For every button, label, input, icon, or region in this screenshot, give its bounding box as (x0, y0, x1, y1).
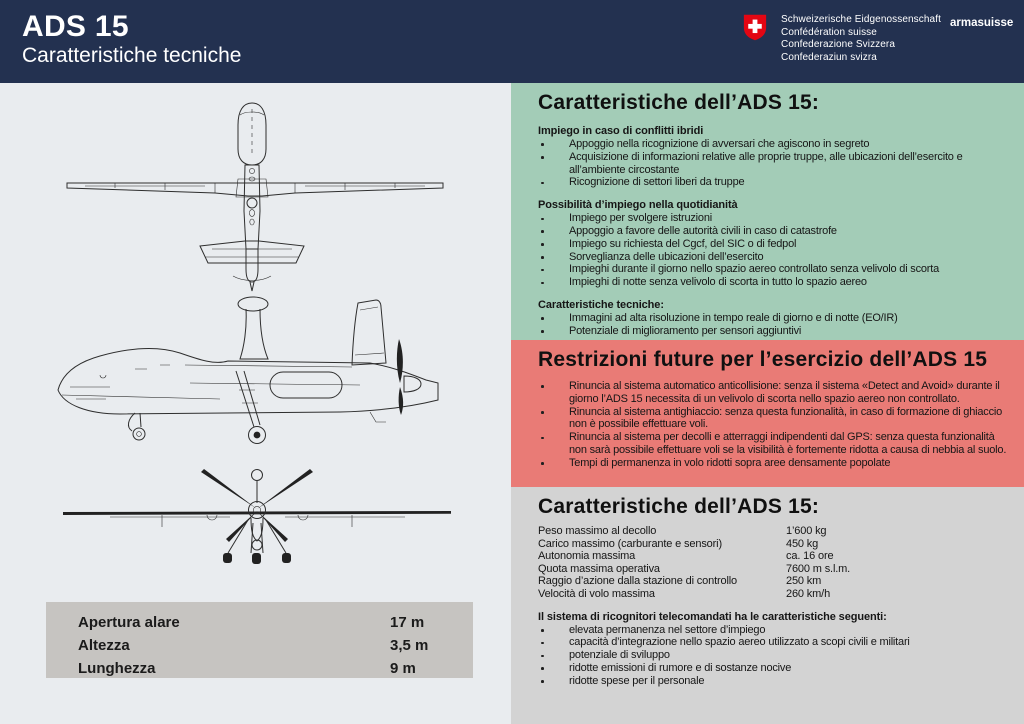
list-item: Rinuncia al sistema antighiaccio: senza … (538, 406, 1018, 432)
confederation-line: Confédération suisse (781, 26, 877, 38)
list-item: Tempi di permanenza in volo ridotti sopr… (538, 457, 1018, 470)
list-item: potenziale di sviluppo (538, 649, 1018, 662)
spec-value: ca. 16 ore (786, 550, 834, 563)
spec-label: Autonomia massima (538, 550, 636, 563)
group-heading: Possibilità d’impiego nella quotidianità (538, 199, 738, 212)
swiss-confederation-logo: Schweizerische Eidgenossenschaft Confédé… (742, 14, 941, 64)
spec-label: Carico massimo (carburante e sensori) (538, 537, 722, 550)
list-item: Impiego su richiesta del Cgcf, del SIC o… (538, 238, 1018, 251)
list-item: Appoggio nella ricognizione di avversari… (538, 138, 1018, 151)
list-item: Immagini ad alta risoluzione in tempo re… (538, 312, 1018, 325)
dimension-row: Lunghezza 9 m (46, 657, 473, 680)
dimension-value: 17 m (390, 614, 425, 631)
header: ADS 15 Caratteristiche tecniche Schweize… (0, 0, 1024, 83)
section-specs: Caratteristiche dell’ADS 15: Peso massim… (511, 487, 1024, 724)
dimension-row: Altezza 3,5 m (46, 634, 473, 657)
spec-value: 1’600 kg (786, 525, 827, 537)
spec-value: 7600 m s.l.m. (786, 562, 851, 575)
section-title: Restrizioni future per l’esercizio dell’… (538, 348, 988, 371)
dimension-value: 9 m (390, 660, 416, 677)
dimension-value: 3,5 m (390, 637, 429, 654)
bullet-list: Appoggio nella ricognizione di avversari… (538, 138, 1018, 189)
section-capabilities: Caratteristiche dell’ADS 15: Impiego in … (511, 83, 1024, 340)
confederation-line: Confederazione Svizzera (781, 39, 896, 51)
list-item: Acquisizione di informazioni relative al… (538, 151, 1018, 177)
list-item: ridotte spese per il personale (538, 675, 1018, 688)
spec-row: Velocità di volo massima 260 km/h (538, 588, 1018, 601)
drone-front-view-drawing (55, 465, 465, 575)
page-subtitle: Caratteristiche tecniche (22, 44, 242, 67)
spec-label: Quota massima operativa (538, 562, 660, 575)
armasuisse-logo: armasuisse (950, 17, 1014, 29)
spec-label: Peso massimo al decollo (538, 525, 657, 537)
page-title: ADS 15 (22, 10, 129, 43)
group-heading: Caratteristiche tecniche: (538, 298, 664, 311)
spec-table: Peso massimo al decollo 1’600 kg Carico … (538, 525, 1018, 601)
list-item: Rinuncia al sistema per decolli e atterr… (538, 431, 1018, 457)
list-item: Appoggio a favore delle autorità civili … (538, 225, 1018, 238)
drone-top-view-drawing (55, 91, 455, 293)
spec-row: Quota massima operativa 7600 m s.l.m. (538, 563, 1018, 576)
spec-row: Carico massimo (carburante e sensori) 45… (538, 538, 1018, 551)
confederation-line: Confederaziun svizra (781, 51, 877, 63)
list-item: elevata permanenza nel settore d’impiego (538, 624, 1018, 637)
section-restrictions: Restrizioni future per l’esercizio dell’… (511, 340, 1024, 487)
dimension-row: Apertura alare 17 m (46, 611, 473, 634)
info-column: Caratteristiche dell’ADS 15: Impiego in … (511, 83, 1024, 724)
spec-row: Raggio d’azione dalla stazione di contro… (538, 575, 1018, 588)
swiss-coat-of-arms-icon (743, 14, 767, 41)
dimension-label: Altezza (78, 637, 130, 654)
spec-label: Velocità di volo massima (538, 587, 655, 600)
bullet-list: elevata permanenza nel settore d’impiego… (538, 624, 1018, 688)
dimensions-box: Apertura alare 17 m Altezza 3,5 m Lunghe… (46, 602, 473, 678)
spec-value: 260 km/h (786, 587, 831, 600)
list-item: Impiego per svolgere istruzioni (538, 212, 1018, 225)
section-title: Caratteristiche dell’ADS 15: (538, 91, 820, 114)
list-item: Sorveglianza delle ubicazioni dell’eserc… (538, 251, 1018, 264)
spec-row: Peso massimo al decollo 1’600 kg (538, 525, 1018, 538)
list-item: Rinuncia al sistema automatico anticolli… (538, 380, 1018, 406)
confederation-text: Schweizerische Eidgenossenschaft Confédé… (781, 14, 941, 64)
spec-row: Autonomia massima ca. 16 ore (538, 550, 1018, 563)
list-item: capacità d’integrazione nello spazio aer… (538, 636, 1018, 649)
list-item: Impieghi di notte senza velivolo di scor… (538, 276, 1018, 289)
section-title: Caratteristiche dell’ADS 15: (538, 495, 820, 518)
list-item: Potenziale di miglioramento per sensori … (538, 325, 1018, 338)
list-item: Ricognizione di settori liberi da truppe (538, 176, 1018, 189)
dimension-label: Apertura alare (78, 614, 180, 631)
bullet-list: Immagini ad alta risoluzione in tempo re… (538, 312, 1018, 338)
dimension-label: Lunghezza (78, 660, 156, 677)
group-heading: Impiego in caso di conflitti ibridi (538, 125, 704, 137)
confederation-line: Schweizerische Eidgenossenschaft (781, 14, 941, 25)
bullet-list: Rinuncia al sistema automatico anticolli… (538, 380, 1018, 470)
group-heading: Il sistema di ricognitori telecomandati … (538, 610, 887, 623)
spec-value: 250 km (786, 575, 822, 588)
list-item: ridotte emissioni di rumore e di sostanz… (538, 662, 1018, 675)
drone-side-view-drawing (40, 295, 480, 460)
drawing-area: Apertura alare 17 m Altezza 3,5 m Lunghe… (0, 83, 511, 724)
list-item: Impieghi durante il giorno nello spazio … (538, 263, 1018, 276)
spec-value: 450 kg (786, 537, 819, 550)
spec-label: Raggio d’azione dalla stazione di contro… (538, 575, 738, 588)
